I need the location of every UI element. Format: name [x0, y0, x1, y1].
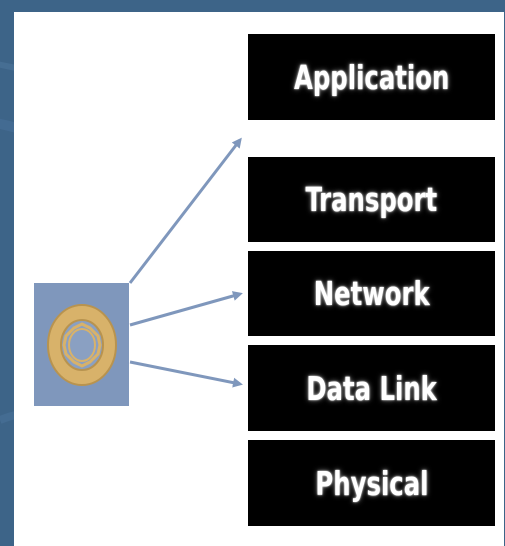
layer-network-label: Network	[313, 274, 430, 313]
layer-physical: Physical	[248, 440, 495, 526]
layer-data-link: Data Link	[248, 345, 495, 431]
layer-physical-label: Physical	[314, 463, 429, 503]
gear-ring-icon	[47, 304, 117, 386]
layer-network: Network	[248, 251, 495, 336]
layer-transport-label: Transport	[305, 180, 438, 219]
layer-application-label: Application	[293, 57, 450, 97]
layer-transport: Transport	[248, 157, 495, 242]
layer-application: Application	[248, 34, 495, 120]
layer-data-link-label: Data Link	[306, 368, 437, 408]
